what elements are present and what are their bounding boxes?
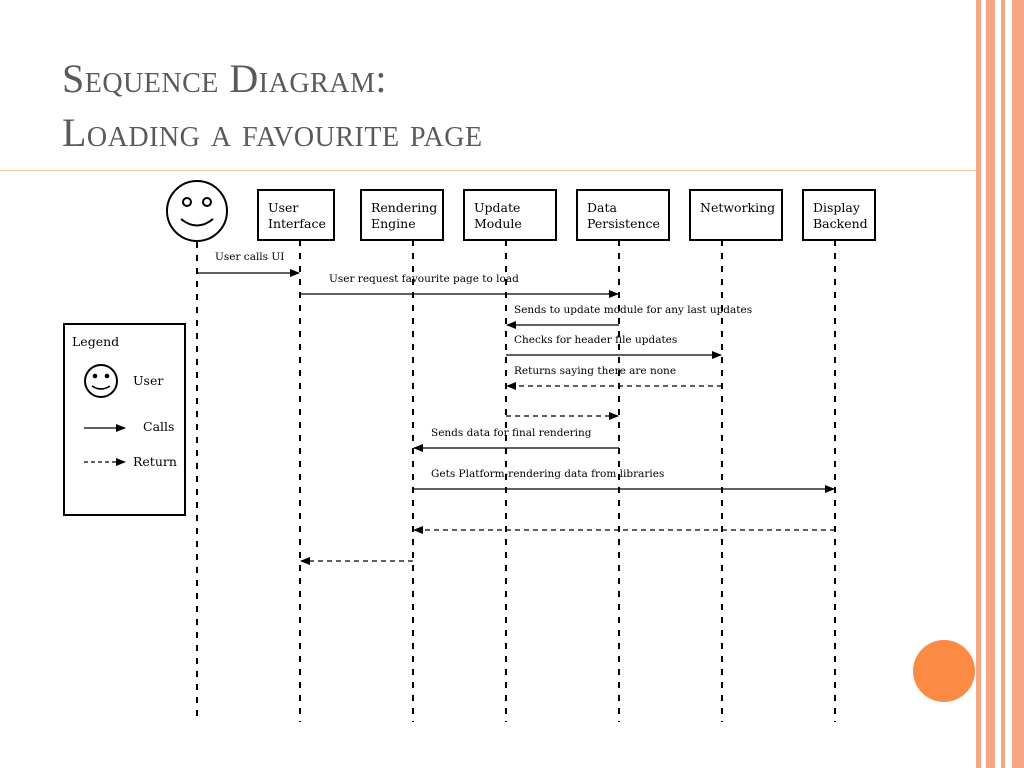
title-divider xyxy=(0,170,976,171)
message-label: Sends data for final rendering xyxy=(431,427,592,439)
decorative-circle xyxy=(913,640,975,702)
title-line-1: Sequence Diagram: xyxy=(62,56,387,101)
legend-smiley-eye xyxy=(104,373,110,379)
legend-title: Legend xyxy=(72,334,119,349)
smiley-left-eye xyxy=(182,197,192,207)
participant-label-display: Backend xyxy=(813,216,868,231)
participant-label-ui: User xyxy=(268,200,298,215)
participant-label-networking: Networking xyxy=(700,200,775,215)
smiley-right-eye xyxy=(202,197,212,207)
message-label: Sends to update module for any last upda… xyxy=(514,304,752,316)
participant-label-display: Display xyxy=(813,200,861,215)
legend-user-label: User xyxy=(133,373,163,388)
stripe xyxy=(1001,0,1005,768)
participant-box-display xyxy=(802,189,876,241)
title-line-2: Loading a favourite page xyxy=(62,110,483,155)
participant-box-rendering xyxy=(360,189,444,241)
message-label: Returns saying there are none xyxy=(514,365,676,377)
stripe xyxy=(1012,0,1024,768)
participant-label-persistence: Persistence xyxy=(587,216,660,231)
stripe xyxy=(976,0,981,768)
message-label: Gets Platform-rendering data from librar… xyxy=(431,468,664,480)
message-label: User request favourite page to load xyxy=(329,273,519,285)
participant-label-update: Update xyxy=(474,200,520,215)
participant-box-persistence xyxy=(576,189,670,241)
smiley-icon xyxy=(166,180,228,242)
legend-smiley-icon xyxy=(84,364,118,398)
participant-box-networking xyxy=(689,189,783,241)
message-label: Checks for header file updates xyxy=(514,334,677,346)
participant-label-rendering: Engine xyxy=(371,216,416,231)
stripe xyxy=(986,0,995,768)
legend-smiley-eye xyxy=(92,373,98,379)
participant-box-update xyxy=(463,189,557,241)
legend-box xyxy=(63,323,186,516)
smiley-mouth xyxy=(180,218,214,227)
participant-box-ui xyxy=(257,189,335,241)
legend-calls-label: Calls xyxy=(143,419,174,434)
message-label: User calls UI xyxy=(215,251,284,263)
decorative-stripes xyxy=(974,0,1024,768)
participant-label-update: Module xyxy=(474,216,522,231)
participant-label-persistence: Data xyxy=(587,200,617,215)
participant-label-ui: Interface xyxy=(268,216,326,231)
slide-title: Sequence Diagram: Loading a favourite pa… xyxy=(62,52,483,160)
legend-return-label: Return xyxy=(133,454,177,469)
legend-smiley-mouth xyxy=(91,385,111,390)
participant-label-rendering: Rendering xyxy=(371,200,437,215)
